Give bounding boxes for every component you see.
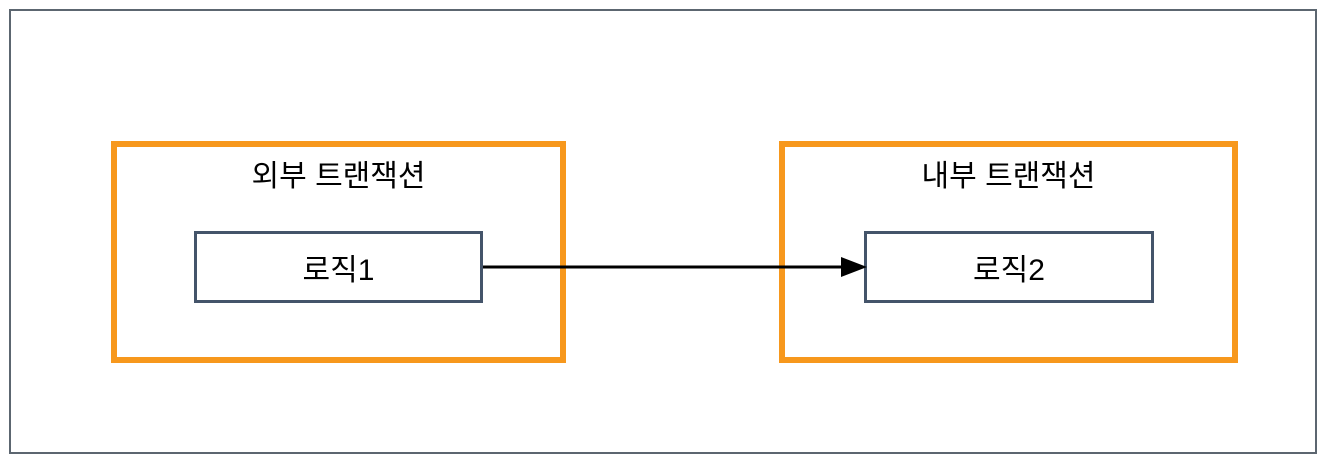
diagram-canvas: 외부 트랜잭션 로직1 내부 트랜잭션 로직2 [9, 9, 1317, 454]
group-internal-transaction: 내부 트랜잭션 로직2 [779, 141, 1238, 363]
node-logic1-label: 로직1 [302, 254, 375, 287]
node-logic2-label: 로직2 [973, 254, 1045, 287]
group-external-transaction-title: 외부 트랜잭션 [251, 160, 426, 193]
arrow-connector [483, 257, 867, 277]
node-logic2: 로직2 [864, 231, 1154, 303]
arrow-head-icon [841, 257, 867, 277]
node-logic1: 로직1 [194, 231, 483, 303]
group-internal-transaction-title: 내부 트랜잭션 [921, 160, 1096, 193]
group-external-transaction: 외부 트랜잭션 로직1 [111, 141, 566, 363]
